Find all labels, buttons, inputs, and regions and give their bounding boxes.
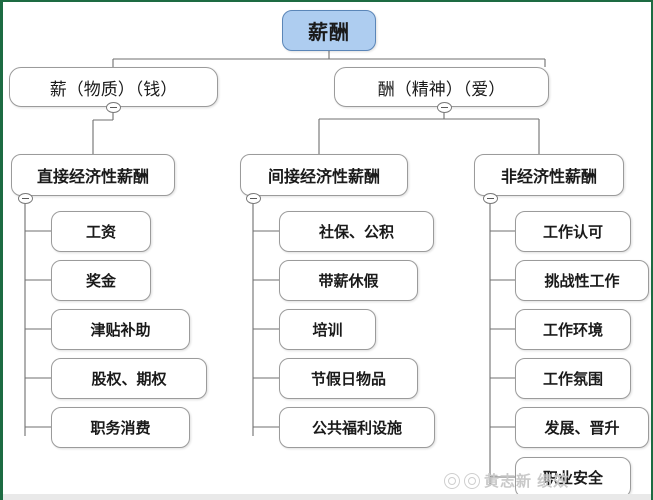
leaf-node[interactable]: 工作环境 <box>515 309 631 350</box>
leaf-node[interactable]: 职业安全 <box>515 457 631 498</box>
watermark-badge-icon <box>464 472 480 489</box>
leaf-node[interactable]: 节假日物品 <box>279 358 418 399</box>
node-root[interactable]: 薪酬 <box>282 10 376 51</box>
leaf-node[interactable]: 奖金 <box>51 260 151 301</box>
leaf-node[interactable]: 发展、晋升 <box>515 407 649 448</box>
watermark-text: 黄志新 绩效 <box>484 473 570 490</box>
watermark: 黄志新 绩效 <box>444 470 569 491</box>
collapse-toggle-indirect-economic[interactable] <box>246 193 261 204</box>
leaf-node[interactable]: 职务消费 <box>51 407 190 448</box>
leaf-node[interactable]: 工作氛围 <box>515 358 631 399</box>
collapse-toggle-material[interactable] <box>106 102 121 113</box>
node-non-economic[interactable]: 非经济性薪酬 <box>474 154 624 196</box>
leaf-node[interactable]: 公共福利设施 <box>279 407 435 448</box>
leaf-node[interactable]: 工资 <box>51 211 151 252</box>
bottom-bar <box>3 494 651 500</box>
node-direct-economic[interactable]: 直接经济性薪酬 <box>11 154 175 196</box>
leaf-node[interactable]: 挑战性工作 <box>515 260 649 301</box>
watermark-paw-icon <box>444 472 460 489</box>
leaf-node[interactable]: 带薪休假 <box>279 260 418 301</box>
node-level2-spirit[interactable]: 酬（精神）（爱） <box>334 67 549 107</box>
collapse-toggle-non-economic[interactable] <box>483 193 498 204</box>
leaf-node[interactable]: 股权、期权 <box>51 358 207 399</box>
collapse-toggle-direct-economic[interactable] <box>18 193 33 204</box>
leaf-node[interactable]: 津贴补助 <box>51 309 190 350</box>
leaf-node[interactable]: 培训 <box>279 309 376 350</box>
leaf-node[interactable]: 社保、公积 <box>279 211 434 252</box>
node-level2-material[interactable]: 薪（物质）（钱） <box>9 67 218 107</box>
collapse-toggle-spirit[interactable] <box>437 102 452 113</box>
node-indirect-economic[interactable]: 间接经济性薪酬 <box>240 154 408 196</box>
leaf-node[interactable]: 工作认可 <box>515 211 631 252</box>
